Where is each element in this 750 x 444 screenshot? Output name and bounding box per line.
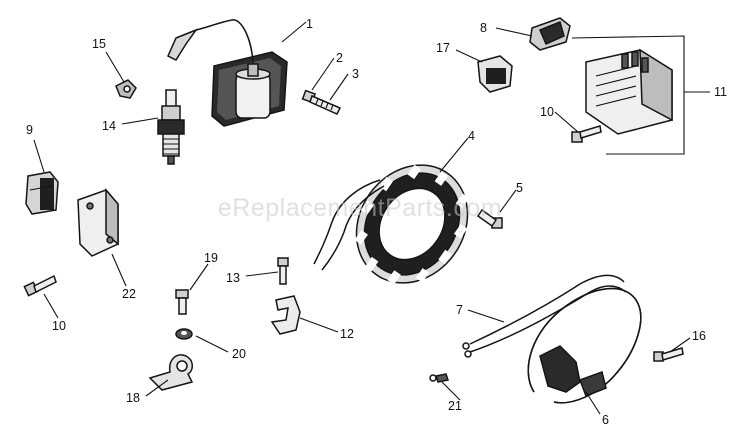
part-10-screw-right[interactable]: [571, 125, 602, 143]
callout-14: 14: [102, 119, 116, 133]
callout-18: 18: [126, 391, 140, 405]
callout-12: 12: [340, 327, 354, 341]
part-15-clip[interactable]: [115, 79, 137, 99]
callout-11: 11: [714, 85, 727, 99]
callout-15: 15: [92, 37, 106, 51]
part-21-terminal[interactable]: [429, 373, 449, 383]
part-11-regulator[interactable]: [585, 48, 673, 135]
part-8-connector[interactable]: [529, 17, 571, 51]
part-9-module[interactable]: [25, 171, 59, 215]
callout-22: 22: [122, 287, 136, 301]
part-19-screw[interactable]: [175, 289, 189, 315]
part-22-rectifier[interactable]: [77, 187, 119, 257]
callout-16: 16: [692, 329, 706, 343]
part-14-spark-plug[interactable]: [157, 89, 185, 165]
part-16-screw[interactable]: [653, 347, 684, 362]
callout-1: 1: [306, 17, 313, 31]
part-6-7-charging-coil[interactable]: [462, 274, 642, 404]
callout-10-right: 10: [540, 105, 554, 119]
part-17-plug[interactable]: [477, 55, 513, 93]
part-5-bolt[interactable]: [476, 208, 503, 229]
leader-lines: [33, 21, 710, 415]
bracket-11: [571, 35, 685, 155]
callout-20: 20: [232, 347, 246, 361]
callout-2: 2: [336, 51, 343, 65]
part-20-washer[interactable]: [175, 328, 193, 340]
callout-10-left: 10: [52, 319, 66, 333]
callout-3: 3: [352, 67, 359, 81]
part-4-stator[interactable]: [313, 143, 490, 304]
callout-8: 8: [480, 21, 487, 35]
callout-4: 4: [468, 129, 475, 143]
callout-13: 13: [226, 271, 240, 285]
part-12-bracket[interactable]: [270, 295, 301, 335]
callout-19: 19: [204, 251, 218, 265]
callout-6: 6: [602, 413, 609, 427]
part-1-ignition-coil[interactable]: [167, 19, 288, 127]
callout-9: 9: [26, 123, 33, 137]
part-13-screw[interactable]: [277, 257, 289, 285]
part-10-screw-left[interactable]: [23, 274, 57, 297]
watermark-text: eReplacementParts.com: [218, 194, 502, 222]
callout-5: 5: [516, 181, 523, 195]
callout-17: 17: [436, 41, 450, 55]
callout-7: 7: [456, 303, 463, 317]
part-18-clamp[interactable]: [148, 354, 194, 391]
callout-21: 21: [448, 399, 462, 413]
part-2-3-bolt[interactable]: [301, 89, 342, 115]
